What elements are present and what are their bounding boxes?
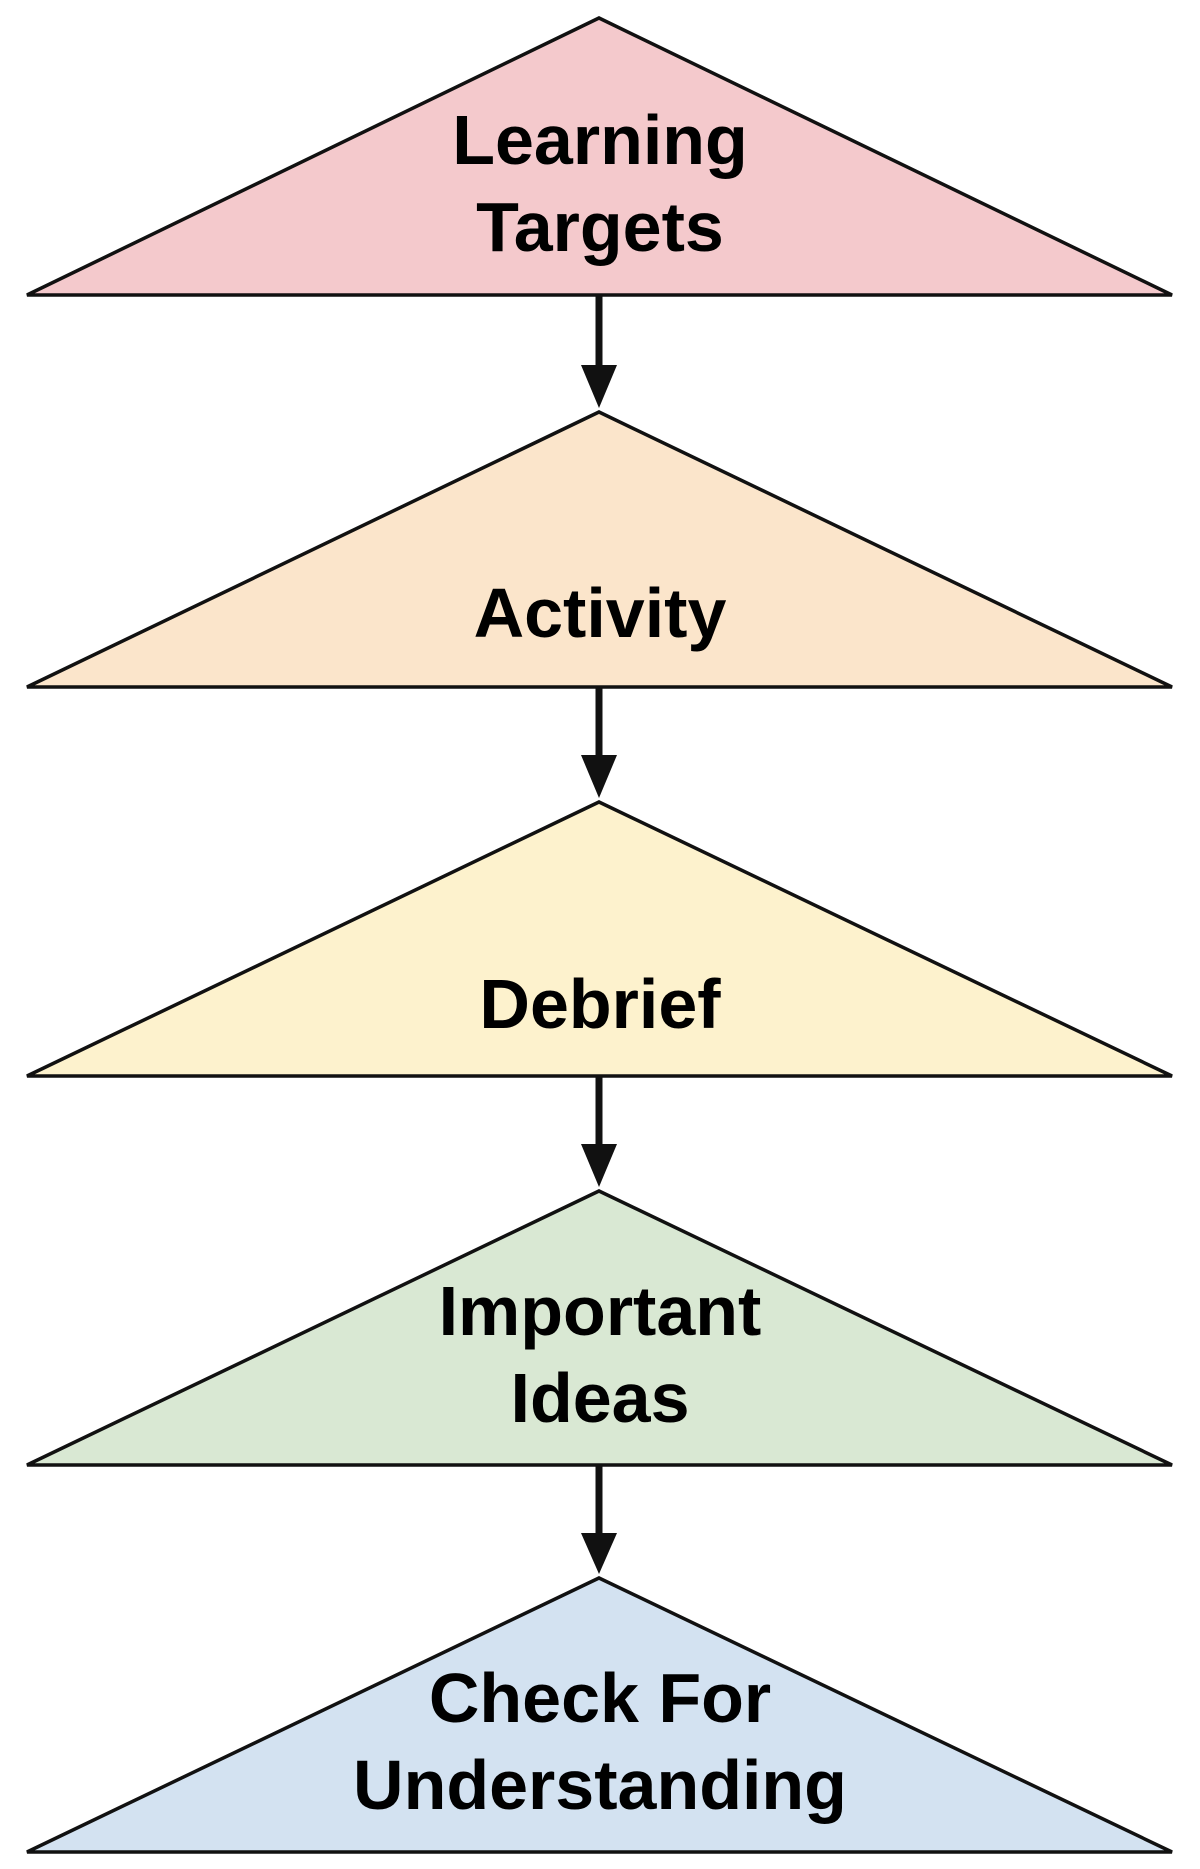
stage-label-important-ideas: Important Ideas: [0, 1268, 1200, 1442]
stage-label-line: Important: [438, 1272, 762, 1350]
stage-label-line: Learning: [452, 101, 748, 179]
down-arrow-icon: [581, 687, 617, 798]
stage-label-line: Check For: [428, 1659, 772, 1737]
stage-label-line: Activity: [473, 574, 727, 652]
stage-label-activity: Activity: [0, 570, 1200, 657]
stage-label-check-for-understanding: Check For Understanding: [0, 1655, 1200, 1829]
stage-label-line: Debrief: [479, 965, 721, 1043]
down-arrow-icon: [581, 1465, 617, 1574]
stage-triangle-check-for-understanding: [26, 1576, 1173, 1854]
stage-label-debrief: Debrief: [0, 961, 1200, 1048]
stage-label-line: Targets: [476, 188, 724, 266]
down-arrow-icon: [581, 295, 617, 408]
down-arrow-icon: [581, 1076, 617, 1187]
stage-label-learning-targets: Learning Targets: [0, 97, 1200, 271]
stage-label-line: Ideas: [510, 1359, 690, 1437]
stage-label-line: Understanding: [353, 1746, 847, 1824]
